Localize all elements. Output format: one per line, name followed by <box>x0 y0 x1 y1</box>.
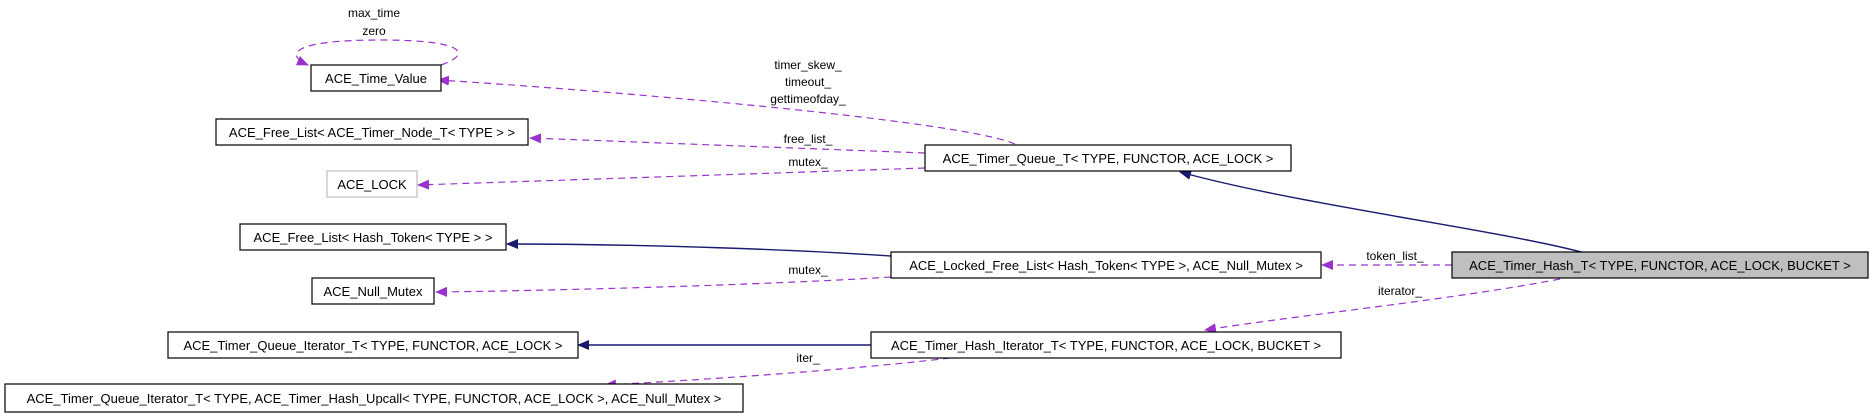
node-label: ACE_LOCK <box>337 177 407 192</box>
edge-time-value-self <box>295 39 459 66</box>
node-label: ACE_Free_List< Hash_Token< TYPE > > <box>254 230 493 245</box>
node-ace-timer-queue-iterator-upcall[interactable]: ACE_Timer_Queue_Iterator_T< TYPE, ACE_Ti… <box>4 383 744 413</box>
node-label: ACE_Timer_Queue_T< TYPE, FUNCTOR, ACE_LO… <box>943 151 1274 166</box>
edge-label-timer-skew: timer_skew_ <box>774 58 842 72</box>
edge-label-iter: iter_ <box>796 351 820 365</box>
edge-locked-free-list-to-null-mutex <box>435 276 892 297</box>
node-ace-free-list-timer-node[interactable]: ACE_Free_List< ACE_Timer_Node_T< TYPE > … <box>215 118 529 146</box>
edge-locked-free-list-inherits-free-list <box>506 239 892 257</box>
node-ace-timer-hash-iterator[interactable]: ACE_Timer_Hash_Iterator_T< TYPE, FUNCTOR… <box>870 331 1342 359</box>
edge-label-mutex-locked: mutex_ <box>788 263 828 277</box>
node-label: ACE_Timer_Hash_Iterator_T< TYPE, FUNCTOR… <box>891 338 1321 353</box>
node-ace-free-list-hash-token[interactable]: ACE_Free_List< Hash_Token< TYPE > > <box>239 223 507 251</box>
edge-label-token-list: token_list_ <box>1366 249 1424 263</box>
edge-label-zero: zero <box>362 24 386 38</box>
edge-label-free-list: free_list_ <box>784 132 833 146</box>
edge-timer-queue-to-ace-lock <box>417 167 926 190</box>
edge-label-iterator: iterator_ <box>1378 284 1422 298</box>
node-label: ACE_Free_List< ACE_Timer_Node_T< TYPE > … <box>229 125 515 140</box>
node-label: ACE_Timer_Hash_T< TYPE, FUNCTOR, ACE_LOC… <box>1469 258 1851 273</box>
node-label: ACE_Locked_Free_List< Hash_Token< TYPE >… <box>909 258 1303 273</box>
edge-timer-hash-iterator-to-timer-queue-iterator-upcall <box>604 357 951 390</box>
node-label: ACE_Timer_Queue_Iterator_T< TYPE, ACE_Ti… <box>27 391 722 406</box>
node-ace-timer-queue[interactable]: ACE_Timer_Queue_T< TYPE, FUNCTOR, ACE_LO… <box>924 144 1292 172</box>
edge-timer-hash-to-timer-hash-iterator <box>1204 278 1561 334</box>
edge-label-timeout: timeout_ <box>785 75 831 89</box>
node-ace-time-value[interactable]: ACE_Time_Value <box>310 64 442 92</box>
node-ace-timer-hash[interactable]: ACE_Timer_Hash_T< TYPE, FUNCTOR, ACE_LOC… <box>1451 251 1869 279</box>
node-ace-timer-queue-iterator[interactable]: ACE_Timer_Queue_Iterator_T< TYPE, FUNCTO… <box>167 331 579 359</box>
node-ace-locked-free-list[interactable]: ACE_Locked_Free_List< Hash_Token< TYPE >… <box>890 251 1322 279</box>
node-ace-null-mutex[interactable]: ACE_Null_Mutex <box>311 277 435 305</box>
node-label: ACE_Null_Mutex <box>324 284 423 299</box>
edge-timer-hash-inherits-timer-queue <box>1179 170 1586 254</box>
node-ace-lock[interactable]: ACE_LOCK <box>326 170 418 198</box>
node-label: ACE_Timer_Queue_Iterator_T< TYPE, FUNCTO… <box>183 338 562 353</box>
edge-timer-queue-to-time-value <box>437 75 1016 145</box>
edge-timer-queue-to-free-list-timer-node <box>529 133 926 154</box>
node-label: ACE_Time_Value <box>325 71 427 86</box>
edge-label-mutex-queue: mutex_ <box>788 155 828 169</box>
edge-label-gettimeofday: gettimeofday_ <box>770 92 846 106</box>
edge-label-max-time: max_time <box>348 6 400 20</box>
